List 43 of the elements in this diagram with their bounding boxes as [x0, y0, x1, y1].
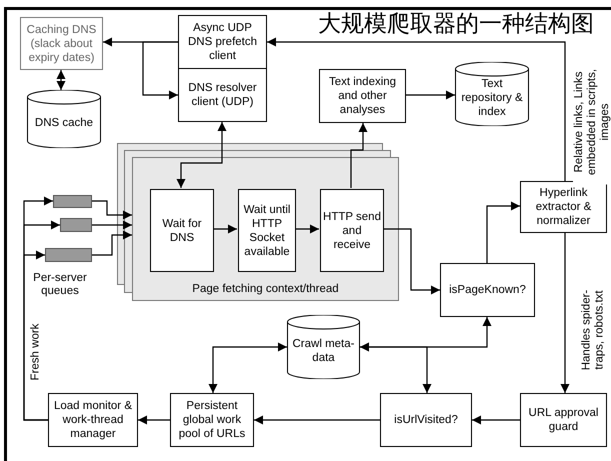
process-box: Async UDP DNS prefetch client [178, 15, 267, 69]
process-box: Wait for DNS [150, 189, 214, 272]
decision-box: isUrlVisited? [380, 393, 472, 447]
arrow [142, 41, 178, 100]
arrow [208, 342, 287, 393]
arrow [267, 38, 566, 181]
arrow [254, 416, 380, 424]
decision-box: isPageKnown? [440, 263, 535, 317]
arrow [92, 230, 132, 256]
arrow [486, 202, 520, 263]
database-cylinder: DNS cache [27, 90, 101, 148]
process-box: Wait until HTTP Socket available [238, 189, 296, 272]
process-box: DNS resolver client (UDP) [178, 68, 267, 122]
arrow [23, 250, 48, 421]
process-box: Caching DNS (slack about expiry dates) [20, 17, 103, 70]
title: 大规模爬取器的一种结构图 [318, 10, 594, 36]
arrow [350, 123, 368, 188]
queue-bar [45, 248, 92, 262]
process-box: Hyperlink extractor & normalizer [520, 181, 607, 233]
arrow [56, 70, 66, 90]
arrow [406, 90, 455, 100]
queue-bar [53, 195, 92, 208]
panel-title: Page fetching context/thread [191, 282, 340, 296]
process-box: Text indexing and other analyses [319, 69, 406, 123]
queue-label: Per-server queues [32, 272, 88, 298]
arrow [360, 342, 432, 393]
arrow [560, 233, 570, 393]
arrow [383, 228, 440, 294]
arrow [295, 224, 319, 234]
process-box: Persistent global work pool of URLs [170, 393, 254, 447]
arrow [472, 416, 520, 424]
process-box: HTTP send and receive [320, 189, 384, 272]
arrow [92, 200, 132, 220]
database-cylinder: Text repository & index [455, 62, 529, 126]
arrow [213, 224, 237, 234]
process-box: URL approval guard [520, 393, 607, 447]
arrow [138, 416, 170, 424]
database-cylinder: Crawl meta-data [287, 315, 360, 379]
arrow [176, 122, 226, 188]
process-box: Load monitor & work-thread manager [48, 393, 138, 447]
thread-panel [132, 157, 399, 301]
queue-bar [60, 218, 92, 232]
arrow [92, 220, 132, 230]
